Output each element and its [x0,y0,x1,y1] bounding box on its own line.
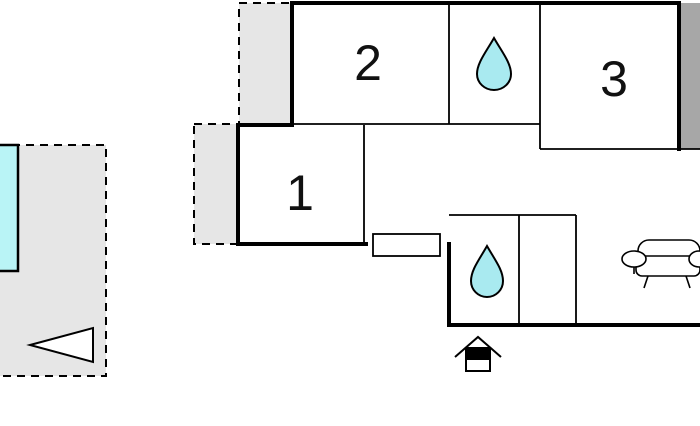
sofa-icon [621,239,700,289]
room-label-1: 1 [286,165,314,221]
triangle-marker-icon [26,326,94,364]
neighbor-block [679,3,700,149]
water-drop-icon [475,35,513,91]
outdoor-terrace-left [0,143,107,377]
pool [0,143,20,273]
terrace-top [238,2,293,126]
terrace-left [193,123,241,245]
house-interior [238,3,700,325]
exterior-walls [236,1,700,327]
interior-walls [292,3,700,325]
water-drop-icon [469,243,505,298]
room-label-2: 2 [354,35,382,91]
corridor [372,233,441,257]
house-entrance-icon [454,335,502,372]
room-label-3: 3 [600,51,628,107]
